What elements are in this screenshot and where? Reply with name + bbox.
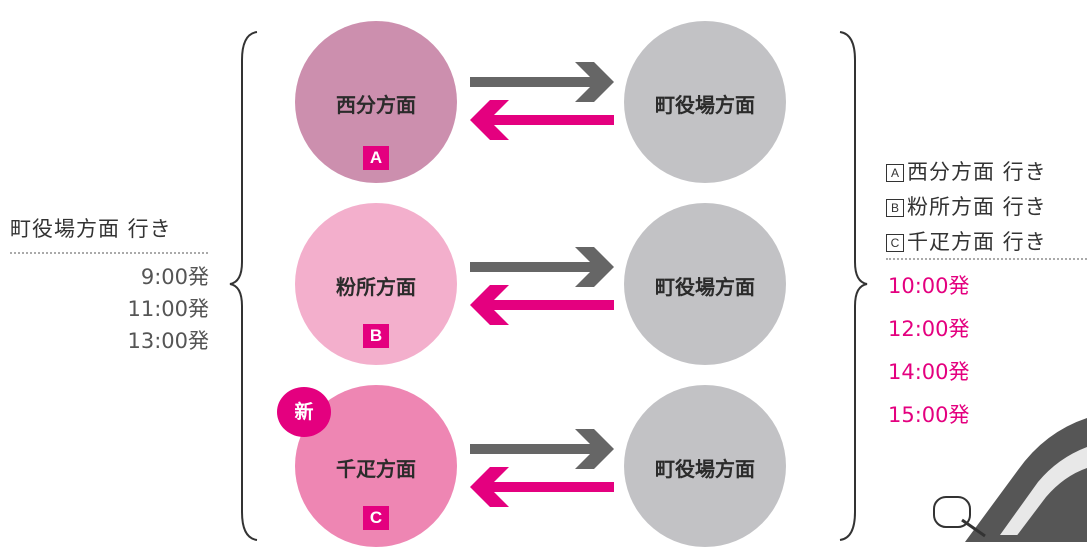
dest-circle-a — [624, 21, 786, 183]
arrow-left-b — [470, 285, 614, 325]
arrow-right-a — [470, 62, 614, 102]
origin-label-c: 千疋方面 — [336, 457, 416, 481]
badge-b: B — [363, 324, 389, 348]
badge-a: A — [363, 146, 389, 170]
right-dest-text-b: 粉所方面 行き — [907, 195, 1047, 219]
dest-circle-c — [624, 385, 786, 547]
new-badge: 新 — [277, 387, 331, 437]
right-time-2: 12:00発 — [888, 317, 970, 341]
left-panel-divider — [10, 252, 208, 254]
left-brace — [229, 31, 258, 541]
box-letter-c: C — [886, 234, 904, 252]
right-time-3: 14:00発 — [888, 360, 970, 384]
left-time-3: 13:00発 — [127, 329, 209, 353]
arrow-left-c — [470, 467, 614, 507]
right-time-4: 15:00発 — [888, 403, 970, 427]
box-letter-a: A — [886, 164, 904, 182]
dest-label-a: 町役場方面 — [655, 93, 755, 117]
right-dest-text-c: 千疋方面 行き — [907, 230, 1047, 254]
arrow-right-c — [470, 429, 614, 469]
dest-circle-b — [624, 203, 786, 365]
right-dest-text-a: 西分方面 行き — [907, 160, 1047, 184]
badge-c: C — [363, 506, 389, 530]
left-time-2: 11:00発 — [127, 297, 209, 321]
right-time-1: 10:00発 — [888, 274, 970, 298]
arrow-right-b — [470, 247, 614, 287]
right-panel-divider — [886, 258, 1087, 260]
left-panel-title: 町役場方面 行き — [10, 217, 172, 241]
left-time-1: 9:00発 — [140, 265, 209, 289]
dest-label-b: 町役場方面 — [655, 275, 755, 299]
car-illustration — [933, 418, 1087, 542]
origin-label-a: 西分方面 — [336, 93, 416, 117]
arrow-left-a — [470, 100, 614, 140]
right-brace — [839, 31, 868, 541]
dest-label-c: 町役場方面 — [655, 457, 755, 481]
box-letter-b: B — [886, 199, 904, 217]
origin-label-b: 粉所方面 — [336, 275, 416, 299]
